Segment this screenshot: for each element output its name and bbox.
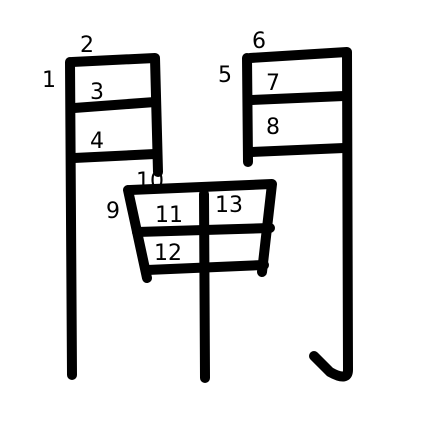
stroke-6 bbox=[245, 47, 353, 382]
stroke-number-2: 2 bbox=[80, 33, 94, 58]
stroke-number-7: 7 bbox=[266, 71, 280, 96]
stroke-number-6: 6 bbox=[252, 29, 266, 54]
stroke-number-12: 12 bbox=[154, 241, 182, 266]
stroke-number-10: 10 bbox=[136, 169, 164, 194]
stroke-4 bbox=[69, 149, 160, 163]
stroke-10 bbox=[125, 179, 277, 277]
stroke-number-8: 8 bbox=[266, 115, 280, 140]
stroke-number-1: 1 bbox=[42, 68, 56, 93]
stroke-number-9: 9 bbox=[106, 199, 120, 224]
stroke-3 bbox=[69, 97, 160, 113]
stroke-2 bbox=[67, 53, 163, 177]
stroke-5 bbox=[242, 53, 253, 167]
stroke-number-11: 11 bbox=[155, 203, 183, 228]
stroke-number-13: 13 bbox=[215, 193, 243, 218]
stroke-number-3: 3 bbox=[90, 80, 104, 105]
stroke-1 bbox=[65, 57, 77, 380]
stroke-13 bbox=[199, 189, 210, 383]
stroke-8 bbox=[246, 143, 349, 157]
stroke-number-4: 4 bbox=[90, 129, 104, 154]
stroke-number-5: 5 bbox=[218, 63, 232, 88]
stroke-7 bbox=[246, 91, 349, 105]
